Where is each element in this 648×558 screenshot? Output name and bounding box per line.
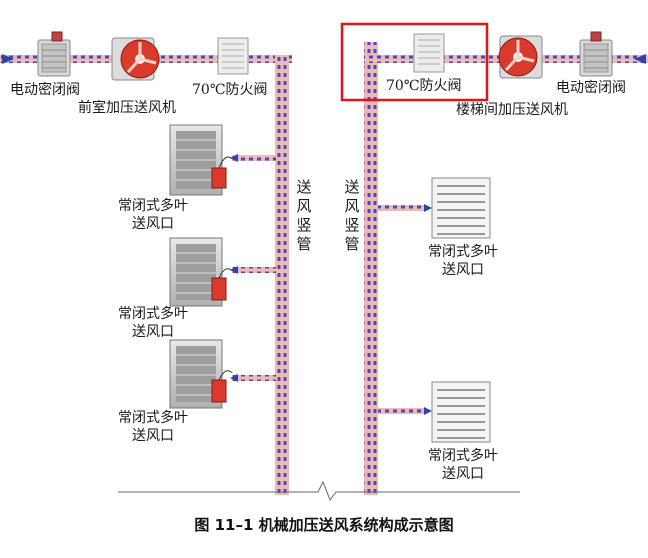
right-intake-arrow-icon bbox=[634, 54, 646, 64]
right-branch-arrow-icon-1 bbox=[424, 204, 432, 212]
left-outlet-icon-2 bbox=[169, 237, 233, 307]
left-branch-arrow-icon-3 bbox=[230, 374, 238, 382]
right-riser-duct bbox=[364, 42, 378, 495]
left-branch-duct-3 bbox=[232, 375, 276, 381]
left-fan-label: 前室加压送风机 bbox=[78, 100, 176, 116]
left-riser-label: 送风竖管 bbox=[296, 178, 312, 253]
left-branch-arrow-icon-1 bbox=[230, 154, 238, 162]
left-electric-damper-icon bbox=[37, 31, 71, 77]
right-outlet-label-2a: 常闭式多叶 bbox=[428, 448, 498, 464]
figure-caption: 图 11–1 机械加压送风系统构成示意图 bbox=[194, 516, 454, 534]
left-fire-damper-label: 70℃防火阀 bbox=[192, 82, 268, 98]
highlight-box bbox=[340, 22, 489, 102]
right-outlet-icon-2 bbox=[431, 381, 491, 443]
right-outlet-label-1b: 送风口 bbox=[442, 262, 484, 278]
right-damper-label: 电动密闭阀 bbox=[556, 80, 626, 96]
left-outlet-icon-3 bbox=[169, 339, 233, 409]
left-outlet-icon-1 bbox=[169, 124, 233, 196]
left-intake-arrow-icon bbox=[2, 54, 14, 64]
right-outlet-label-1a: 常闭式多叶 bbox=[428, 244, 498, 260]
left-outlet-label-2a: 常闭式多叶 bbox=[118, 306, 188, 322]
left-axial-fan-icon bbox=[111, 37, 160, 81]
left-branch-arrow-icon-2 bbox=[230, 266, 238, 274]
right-fire-damper-label: 70℃防火阀 bbox=[386, 78, 462, 94]
right-fan-label: 楼梯间加压送风机 bbox=[456, 102, 568, 118]
left-riser-duct bbox=[275, 55, 289, 495]
right-branch-duct-1 bbox=[378, 205, 426, 211]
left-outlet-label-2b: 送风口 bbox=[132, 324, 174, 340]
left-outlet-label-1a: 常闭式多叶 bbox=[118, 198, 188, 214]
left-fire-damper-icon bbox=[217, 37, 249, 75]
left-outlet-label-1b: 送风口 bbox=[132, 216, 174, 232]
right-fire-damper-icon bbox=[413, 33, 445, 73]
left-damper-label: 电动密闭阀 bbox=[10, 82, 80, 98]
right-axial-fan-icon bbox=[498, 35, 543, 79]
right-riser-label: 送风竖管 bbox=[344, 178, 360, 253]
left-outlet-label-3b: 送风口 bbox=[132, 428, 174, 444]
right-outlet-label-2b: 送风口 bbox=[442, 466, 484, 482]
right-branch-duct-2 bbox=[378, 408, 426, 414]
left-branch-duct-2 bbox=[232, 267, 276, 273]
right-electric-damper-icon bbox=[579, 31, 613, 77]
right-branch-arrow-icon-2 bbox=[424, 407, 432, 415]
floor-line bbox=[118, 480, 520, 502]
left-branch-duct-1 bbox=[232, 155, 276, 161]
left-outlet-label-3a: 常闭式多叶 bbox=[118, 410, 188, 426]
right-outlet-icon-1 bbox=[431, 177, 491, 239]
